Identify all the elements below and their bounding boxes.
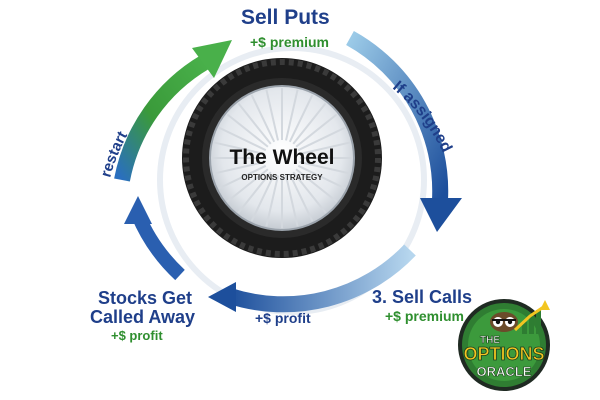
rim-spoke xyxy=(288,173,314,222)
rim-spoke xyxy=(213,161,265,175)
growth-arrow-icon xyxy=(513,300,550,334)
logo-line3: ORACLE xyxy=(477,364,532,379)
center-title: The Wheel xyxy=(229,146,334,169)
rim-spoke xyxy=(295,113,338,148)
center-subtitle: OPTIONS STRATEGY xyxy=(241,173,323,182)
rim-spoke xyxy=(285,175,299,227)
step-sell-puts-reward: +$ premium xyxy=(250,34,329,50)
rim-spoke xyxy=(265,89,279,141)
cycle-arrow-blue-bottom-icon xyxy=(208,244,416,313)
step-sell-calls-reward: +$ premium xyxy=(385,308,464,324)
tire-icon xyxy=(182,58,382,258)
rim-spoke xyxy=(285,89,299,141)
rim-spoke xyxy=(226,168,269,203)
rim-spoke xyxy=(218,164,267,190)
rim-spoke xyxy=(292,171,327,214)
rim-spoke xyxy=(297,126,346,152)
rim-spoke xyxy=(250,173,276,222)
rim-spoke xyxy=(237,102,272,145)
cycle-arrow-green-icon xyxy=(114,40,232,182)
rim-spoke xyxy=(250,94,276,143)
logo: THE OPTIONS ORACLE xyxy=(458,299,550,391)
rim-spoke xyxy=(218,126,267,152)
rim-spoke xyxy=(226,113,269,148)
owl-icon xyxy=(490,312,518,332)
step-called-away-title-1: Stocks Get xyxy=(98,288,193,308)
rim-spoke xyxy=(299,141,351,155)
step-sell-puts-title: Sell Puts xyxy=(241,6,330,29)
rim-spoke xyxy=(288,94,314,143)
assigned-label: If assigned xyxy=(389,78,454,155)
cycle-arrow-blue-icon xyxy=(346,31,462,232)
logo-line1: THE xyxy=(480,335,500,346)
rim-spoke xyxy=(213,141,265,155)
rim-spoke xyxy=(299,161,351,175)
step-called-away-reward: +$ profit xyxy=(111,328,163,343)
cycle-arrow-left-icon xyxy=(124,196,185,281)
step-sell-calls-title: 3. Sell Calls xyxy=(372,287,473,307)
bottom-arrow-reward: +$ profit xyxy=(255,310,311,326)
rim-spoke xyxy=(265,175,279,227)
rim-spoke xyxy=(292,102,327,145)
step-called-away-title-2: Called Away xyxy=(90,307,196,327)
logo-line2: OPTIONS xyxy=(463,344,544,364)
rim-spoke xyxy=(297,164,346,190)
rim-spoke xyxy=(237,171,272,214)
rim-spoke xyxy=(295,168,338,203)
